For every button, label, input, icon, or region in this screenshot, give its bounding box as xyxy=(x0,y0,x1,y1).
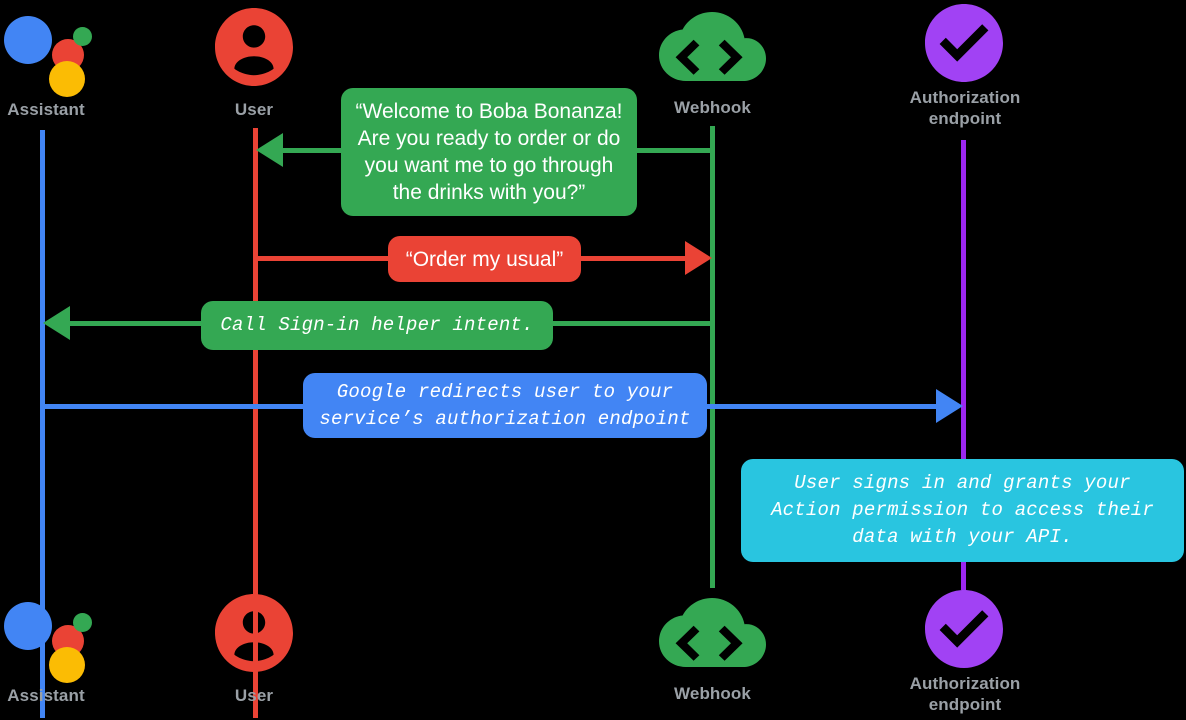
message-bubble-user-signs-in-grants-permission: User signs in and grants your Action per… xyxy=(741,459,1184,562)
arrowhead-call-sign-in-helper-intent xyxy=(43,306,70,340)
purple-check-circle-icon xyxy=(925,4,1003,82)
lifeline-assistant xyxy=(40,130,45,718)
actor-label-assistant-top: Assistant xyxy=(7,100,85,119)
cloud-code-icon xyxy=(656,10,768,88)
message-bubble-welcome-prompt: “Welcome to Boba Bonanza! Are you ready … xyxy=(341,88,637,216)
message-bubble-order-my-usual: “Order my usual” xyxy=(388,236,581,282)
actor-label-user-top: User xyxy=(234,100,274,119)
message-bubble-google-redirects-user: Google redirects user to your service’s … xyxy=(303,373,707,438)
arrowhead-order-my-usual xyxy=(685,241,712,275)
actor-label-authorization-endpoint-bottom: Authorization endpoint xyxy=(909,674,1021,714)
user-avatar-icon-bottom xyxy=(215,594,293,672)
actor-label-assistant-bottom: Assistant xyxy=(7,686,85,705)
cloud-code-icon-bottom xyxy=(656,596,768,674)
assistant-dot-blue-bottom xyxy=(4,602,52,650)
user-avatar-icon xyxy=(215,8,293,86)
assistant-dot-blue xyxy=(4,16,52,64)
actor-label-authorization-endpoint-top: Authorization endpoint xyxy=(909,88,1021,128)
actor-label-user-bottom: User xyxy=(234,686,274,705)
arrowhead-welcome-prompt xyxy=(256,133,283,167)
assistant-dot-yellow-bottom xyxy=(49,647,85,683)
purple-check-circle-icon-bottom xyxy=(925,590,1003,668)
assistant-dot-green-bottom xyxy=(73,613,92,632)
google-assistant-icon-bottom xyxy=(4,594,100,684)
message-bubble-call-sign-in-helper-intent: Call Sign-in helper intent. xyxy=(201,301,553,350)
assistant-dot-yellow xyxy=(49,61,85,97)
lifeline-webhook xyxy=(710,126,715,588)
actor-label-webhook-bottom: Webhook xyxy=(674,684,751,703)
lifeline-user xyxy=(253,128,258,718)
arrowhead-google-redirects-user xyxy=(936,389,963,423)
actor-label-webhook-top: Webhook xyxy=(674,98,751,117)
assistant-dot-green xyxy=(73,27,92,46)
lifeline-authorization-endpoint xyxy=(961,140,966,590)
google-assistant-icon xyxy=(4,8,100,98)
